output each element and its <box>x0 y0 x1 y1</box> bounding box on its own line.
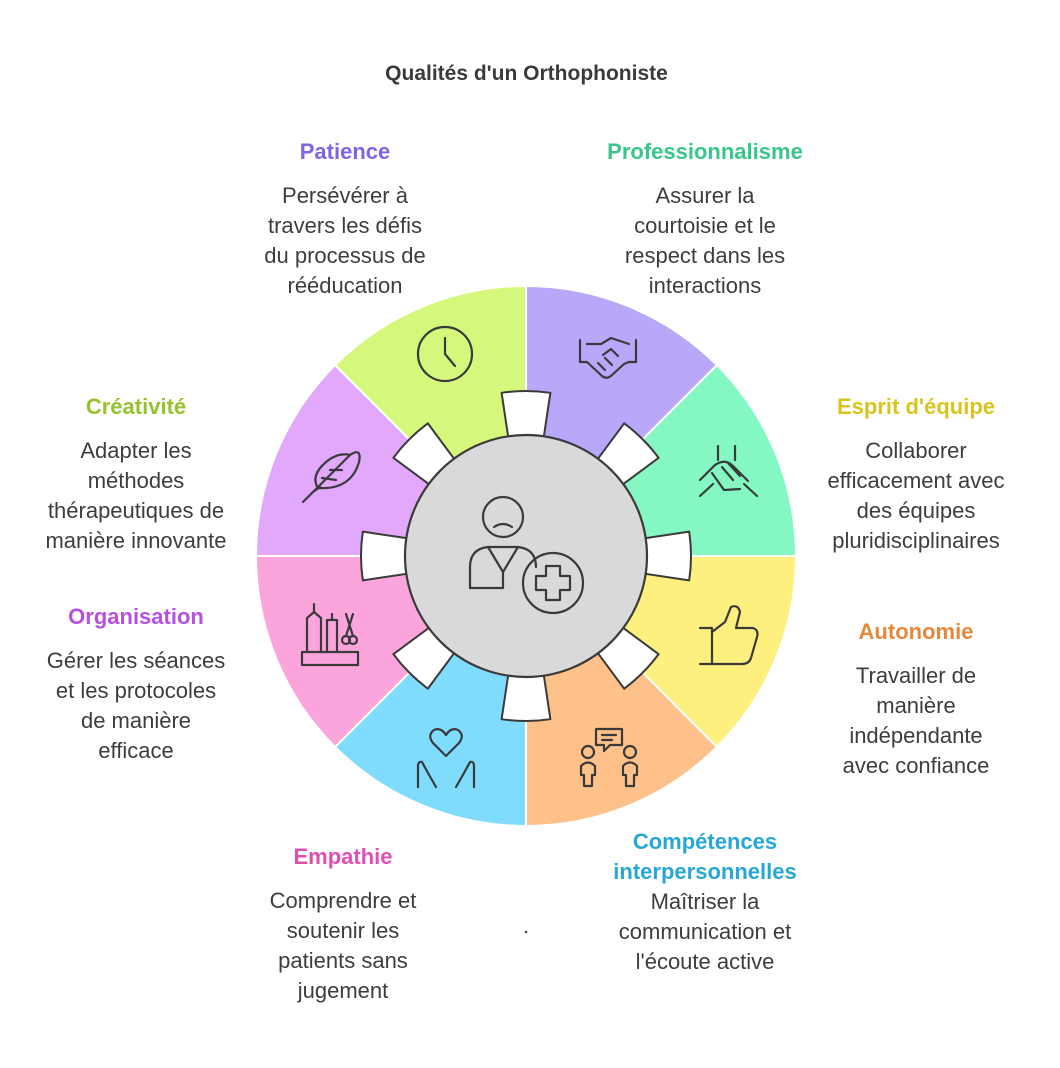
segment-esprit-equipe: Esprit d'équipe Collaborer efficacement … <box>800 392 1032 556</box>
team-hands-icon <box>698 444 759 498</box>
conversation-icon <box>579 727 639 788</box>
segment-description: Travailler de manière indépendante avec … <box>842 663 990 778</box>
segment-autonomie: Autonomie Travailler de manière indépend… <box>806 617 1026 781</box>
handshake-icon <box>578 336 638 379</box>
segment-competences-interpersonnelles: Compétences interpersonnelles Maîtriser … <box>576 827 834 977</box>
segment-description: Persévérer à travers les défis du proces… <box>264 183 426 298</box>
segment-description: Assurer la courtoisie et le respect dans… <box>624 183 786 298</box>
center-hub <box>403 433 649 679</box>
segment-heading: Patience <box>299 139 391 164</box>
segment-description: Maîtriser la communication et l'écoute a… <box>618 889 792 974</box>
organizer-tools-icon <box>300 602 360 667</box>
segment-creativite: Créativité Adapter les méthodes thérapeu… <box>14 392 258 556</box>
segment-organisation: Organisation Gérer les séances et les pr… <box>14 602 258 766</box>
segment-description: Collaborer efficacement avec des équipes… <box>827 438 1005 553</box>
segment-description: Gérer les séances et les protocoles de m… <box>46 648 226 763</box>
segment-heading: Autonomie <box>858 619 974 644</box>
hub-connector-tab <box>500 663 552 722</box>
segment-description: Adapter les méthodes thérapeutiques de m… <box>45 438 227 553</box>
segment-patience: Patience Persévérer à travers les défis … <box>225 137 465 301</box>
segment-heading: Compétences interpersonnelles <box>613 829 797 884</box>
segment-heading: Empathie <box>293 844 393 869</box>
segment-professionnalisme: Professionnalisme Assurer la courtoisie … <box>570 137 840 301</box>
diagram-title: Qualités d'un Orthophoniste <box>385 62 668 85</box>
heart-hands-icon <box>416 728 476 789</box>
speech-therapist-medical-icon <box>468 495 585 615</box>
hub-connector-tab <box>633 530 692 582</box>
clock-icon <box>416 325 474 383</box>
segment-heading: Organisation <box>68 604 204 629</box>
segment-heading: Créativité <box>85 394 187 419</box>
thumbs-up-icon <box>698 605 759 666</box>
feather-icon <box>301 451 361 504</box>
stray-dot <box>524 930 528 934</box>
segment-heading: Esprit d'équipe <box>836 394 996 419</box>
hub-connector-tab <box>500 390 552 449</box>
segment-description: Comprendre et soutenir les patients sans… <box>269 888 417 1003</box>
hub-connector-tab <box>360 530 419 582</box>
segment-heading: Professionnalisme <box>607 139 803 164</box>
segment-empathie: Empathie Comprendre et soutenir les pati… <box>225 842 461 1006</box>
